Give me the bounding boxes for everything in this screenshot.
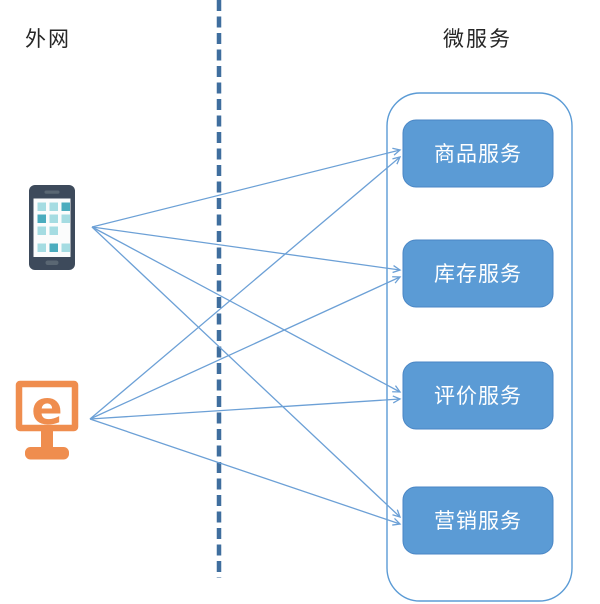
app-tile bbox=[49, 214, 58, 223]
app-tile bbox=[49, 202, 58, 211]
service-box-rect bbox=[402, 486, 554, 555]
service-box-label: 评价服务 bbox=[434, 384, 522, 408]
arrow-browser-to-inventory bbox=[89, 277, 400, 420]
arrow-phone-to-review bbox=[91, 226, 400, 392]
service-box-label: 商品服务 bbox=[434, 142, 522, 166]
service-box-marketing: 营销服务 bbox=[402, 486, 554, 555]
arrow-phone-to-marketing bbox=[91, 226, 400, 517]
app-tile bbox=[49, 243, 58, 252]
service-box-review: 评价服务 bbox=[402, 361, 554, 430]
service-box-inventory: 库存服务 bbox=[402, 239, 554, 308]
app-tile bbox=[37, 243, 46, 252]
app-tile bbox=[49, 226, 58, 235]
app-tile bbox=[37, 202, 46, 211]
service-box-label: 库存服务 bbox=[434, 262, 522, 286]
app-tile bbox=[61, 214, 70, 223]
monitor-screen bbox=[15, 380, 79, 432]
service-box-rect bbox=[402, 361, 554, 430]
monitor-stand bbox=[41, 431, 53, 448]
app-tile bbox=[61, 202, 70, 211]
service-box-label: 营销服务 bbox=[434, 509, 522, 533]
app-tile bbox=[37, 214, 46, 223]
left-zone-label: 外网 bbox=[25, 27, 71, 51]
mobile-app-icon bbox=[29, 185, 75, 270]
browser-letter: e bbox=[31, 381, 62, 435]
arrow-browser-to-marketing bbox=[89, 418, 400, 524]
service-box-rect bbox=[402, 239, 554, 308]
phone-app-grid bbox=[37, 202, 70, 252]
phone-connections bbox=[91, 150, 400, 517]
phone-home-button bbox=[45, 260, 59, 265]
app-tile bbox=[61, 243, 70, 252]
monitor-base bbox=[25, 447, 69, 460]
service-box-rect bbox=[402, 119, 554, 188]
service-box-product: 商品服务 bbox=[402, 119, 554, 188]
app-tile bbox=[37, 226, 46, 235]
phone-speaker bbox=[44, 190, 60, 194]
arrow-browser-to-review bbox=[89, 399, 400, 420]
browser-icon: e bbox=[15, 380, 79, 460]
arrow-phone-to-product bbox=[91, 150, 400, 228]
arrow-phone-to-inventory bbox=[91, 226, 400, 270]
microservices-container bbox=[386, 92, 573, 602]
browser-connections bbox=[89, 157, 400, 524]
arrow-browser-to-product bbox=[89, 157, 400, 420]
right-zone-label: 微服务 bbox=[443, 27, 512, 51]
